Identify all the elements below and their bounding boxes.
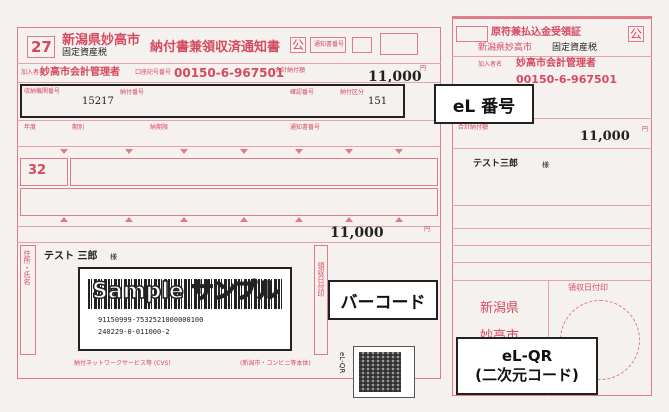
public-stamp-box [290,37,306,53]
receipt-stamp-box [628,26,644,42]
city-title: 新潟県妙高市 [62,33,141,48]
payer-label: 住所・氏名 [23,250,31,285]
small-stamp-box [310,37,346,53]
receipt-stamp-label: 領収日付印 [568,283,608,292]
class-label: 納付区分 [340,89,365,96]
notice-label: 通知書番号 [290,124,321,131]
barcode-bars [88,279,284,309]
lower-yen: 円 [424,226,431,233]
receipt-title: 原符兼払込金受領証 [491,27,581,38]
number-box [20,158,68,186]
payee-label: 加入者名 [21,69,46,76]
receipt-account: 00150-6-967501 [516,73,617,86]
receipt-payee-label: 加入者名 [478,61,503,68]
class-no: 151 [368,96,388,107]
qr-callout: eL-QR (二次元コード) [456,337,598,395]
box-number: 32 [28,163,47,178]
blank-area [20,188,438,216]
main-title: 納付書兼領収済通知書 [150,40,281,55]
receipt-payer: テスト三郎 [473,159,519,169]
receipt-tax-type: 固定資産税 [552,43,598,53]
tax-type: 固定資産税 [62,48,108,58]
number-box-field [70,158,438,186]
bar-text-2: 240229-0-011000-2 [98,328,170,336]
payer-column [20,245,36,355]
form-code: 27 [31,38,52,56]
el-number-region [20,84,405,118]
qr-callout-line-1: eL-QR [501,347,553,366]
el-number-callout: eL 番号 [434,84,534,124]
code-box [27,36,55,58]
receipt-honorific: 様 [542,161,549,169]
tax-no-label: 納付番号 [120,89,145,96]
barcode-sample-text: Sample サンプル [91,279,279,304]
qr-callout-line-2: (二次元コード) [475,366,579,384]
small-stamp-label: 通知書番号 [314,41,345,48]
bottom-note-2: (新潟市・コンビニ等本体) [240,360,311,367]
receipt-small-box [456,26,488,42]
bar-text-1: 91150999-7532521000000100 [98,316,204,324]
barcode-region: Sample サンプル 91150999-7532521000000100 24… [78,267,292,351]
lower-amount: 11,000 [330,225,384,241]
receipt-city-bottom: 新潟県 [480,301,520,316]
barcode-callout: バーコード [328,280,438,320]
receipt-payee: 妙高市会計管理者 [516,58,596,69]
payer-honorific: 様 [110,253,117,261]
year-label: 年度 [24,124,37,131]
blank-box [380,33,418,55]
receipt-amount-label: 合計納付額 [458,124,489,131]
count-box [352,37,372,53]
qr-code [353,346,415,398]
period-label: 期別 [72,124,85,131]
public-stamp: 公 [292,38,305,52]
account-label: 口座記号番号 [135,69,172,76]
amount: 11,000 [368,69,422,85]
amount-label: 合計納付額 [275,67,306,74]
account: 00150-6-967501 [174,66,285,80]
stamp-column [314,245,328,355]
receipt-stamp: 公 [630,27,643,41]
qr-pattern [359,352,401,392]
check-label: 確認番号 [290,89,315,96]
deadline-label: 納期限 [150,124,169,131]
el-qr-vertical: eL-QR [338,352,346,374]
receipt-label: 収納機関番号 [24,88,61,95]
receipt-no: 15217 [82,96,114,107]
receipt-yen: 円 [642,126,649,133]
payer-name: テスト 三郎 [44,251,98,262]
payee: 妙高市会計管理者 [40,67,120,78]
main-form-frame [17,27,441,379]
receipt-amount: 11,000 [580,129,630,144]
vertical-stamp-label: 領収日付印 [317,262,325,297]
receipt-city: 新潟県妙高市 [478,43,533,53]
bottom-note: 納付ネットワークサービス等 (CVS) [74,360,171,367]
amount-yen: 円 [420,65,427,72]
